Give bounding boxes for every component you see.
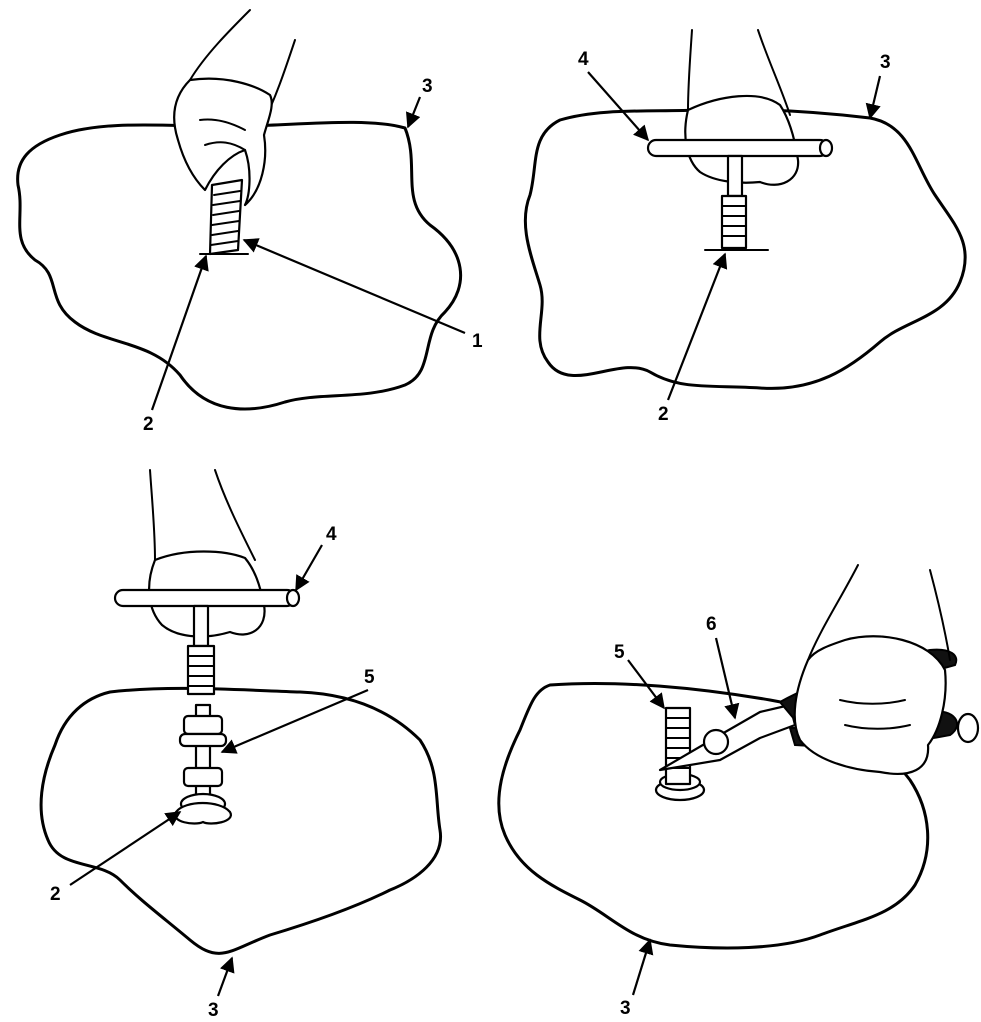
panel-4-callout-c3: 3 — [620, 998, 631, 1019]
panel-1-leader-2 — [152, 256, 206, 410]
panel-1-callout-c2: 1 — [472, 331, 483, 352]
panel-3-callout-c4: 3 — [208, 1000, 219, 1021]
panel-3-stud-assembly: 4 5 2 3 — [41, 470, 440, 1021]
panel-1-hand-illustration — [174, 10, 295, 205]
panel-1-surface-outline — [18, 122, 461, 409]
panel-1-repair-plug-insertion: 3 1 2 — [18, 10, 483, 435]
panel-2-leader-2 — [668, 254, 725, 400]
panel-1-callout-c3: 2 — [143, 414, 154, 435]
panel-3-leader-5 — [222, 690, 368, 752]
panel-1-leader-1 — [244, 240, 465, 333]
panel-2-callout-c3: 2 — [658, 404, 669, 425]
panel-3-callout-c1: 4 — [326, 524, 337, 545]
panel-3-leader-3 — [218, 958, 232, 996]
panel-2-t-handle — [648, 140, 832, 250]
panel-2-callout-c1: 4 — [578, 49, 589, 70]
panel-4-leader-6 — [716, 638, 735, 718]
panel-3-stud-and-nuts — [175, 705, 231, 824]
panel-3-callout-c2: 5 — [364, 667, 375, 688]
panel-1-callout-c1: 3 — [422, 76, 433, 97]
panel-1-repair-plug — [200, 180, 248, 254]
panel-2-leader-4 — [588, 72, 648, 140]
panel-3-t-handle — [115, 590, 299, 694]
panel-3-leader-2 — [70, 812, 180, 885]
panel-4-callout-c2: 6 — [706, 614, 717, 635]
panel-3-callout-c3: 2 — [50, 884, 61, 905]
panel-1-leader-3 — [408, 97, 420, 127]
panel-4-trim-stud: 5 6 3 — [499, 565, 978, 1019]
panel-4-callout-c1: 5 — [614, 642, 625, 663]
panel-3-leader-4 — [296, 545, 322, 590]
panel-2-insertion-tool: 4 3 2 — [525, 30, 965, 425]
panel-4-leader-3 — [633, 940, 650, 995]
panel-3-surface-outline — [41, 688, 440, 953]
panel-2-callout-c2: 3 — [880, 52, 891, 73]
panel-4-hand-illustration — [795, 565, 950, 774]
panel-2-leader-3 — [870, 76, 880, 118]
